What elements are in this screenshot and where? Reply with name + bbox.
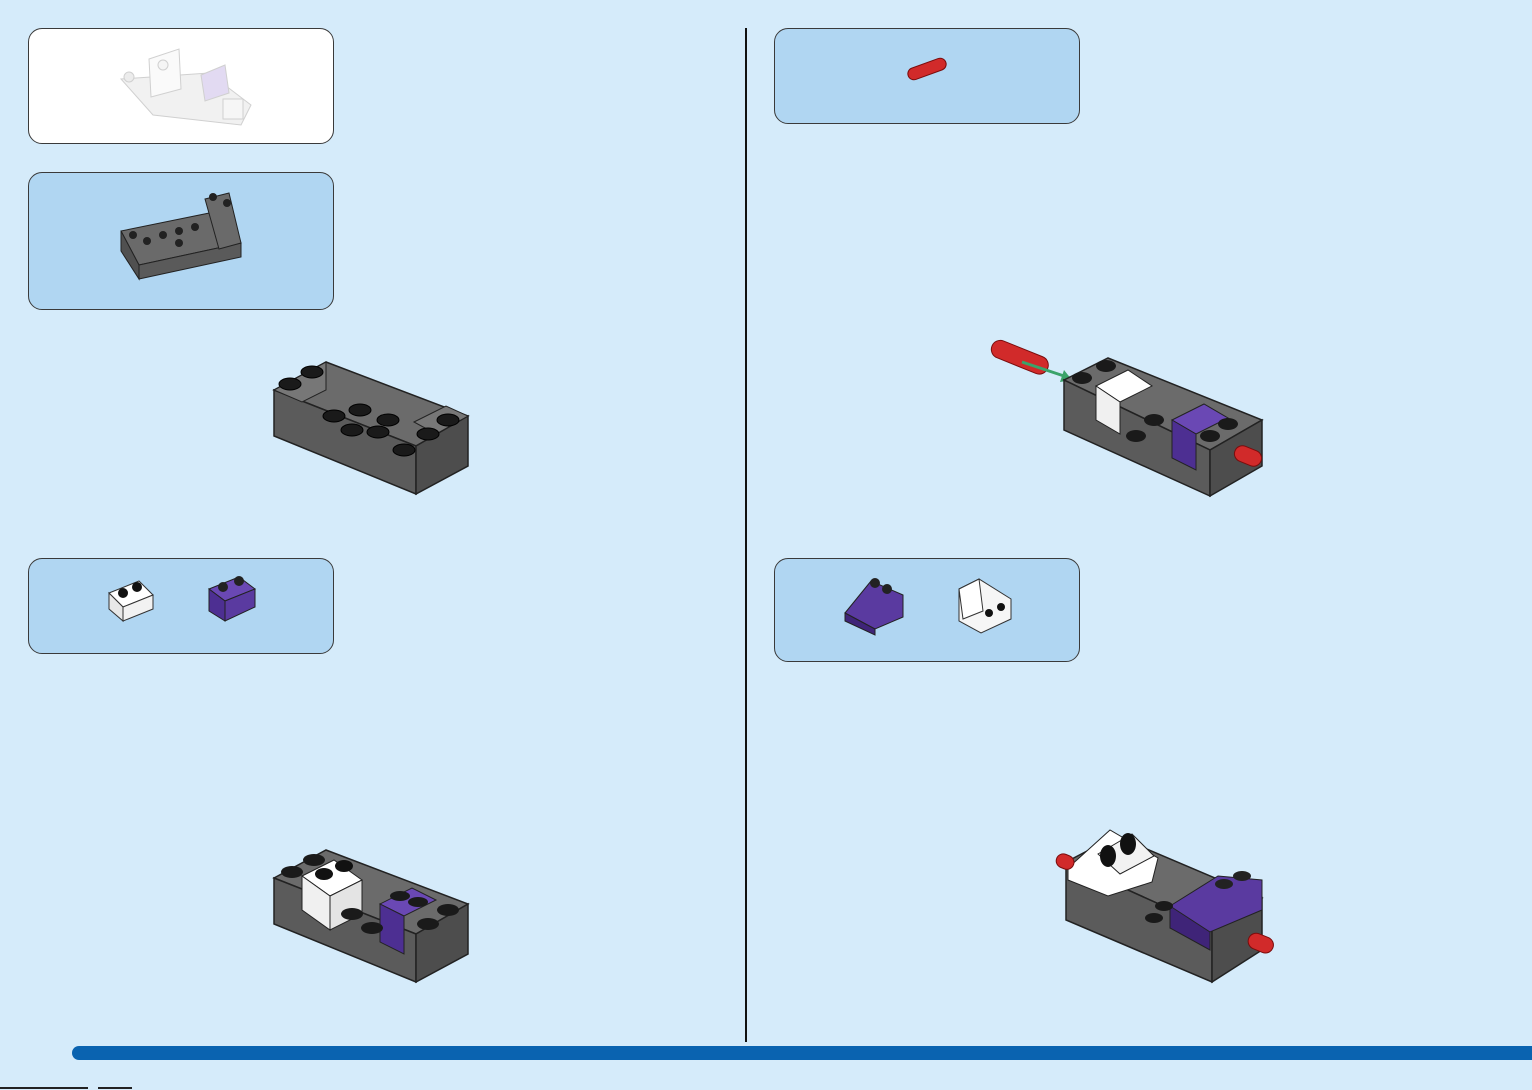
page-divider	[745, 28, 747, 1042]
parts-callout-bracket	[28, 172, 334, 310]
step-result-pin	[958, 320, 1288, 500]
submodel-preview-callout	[28, 28, 334, 144]
parts-callout-pin	[774, 28, 1080, 124]
submodel-preview-image	[29, 29, 335, 145]
step-result-slope	[1050, 810, 1290, 990]
page-footer-bar	[72, 1046, 1532, 1060]
footer-marks	[0, 1086, 140, 1090]
parts-callout-slope	[774, 558, 1080, 662]
parts-callout-bricks	[28, 558, 334, 654]
step-result-bracket	[268, 350, 478, 500]
purple-brick-part	[29, 559, 335, 655]
step-result-bricks	[268, 838, 478, 988]
white-bracket-part	[775, 559, 1081, 663]
gray-bracket-plate-part	[29, 173, 335, 311]
red-pin-part	[775, 29, 1081, 125]
